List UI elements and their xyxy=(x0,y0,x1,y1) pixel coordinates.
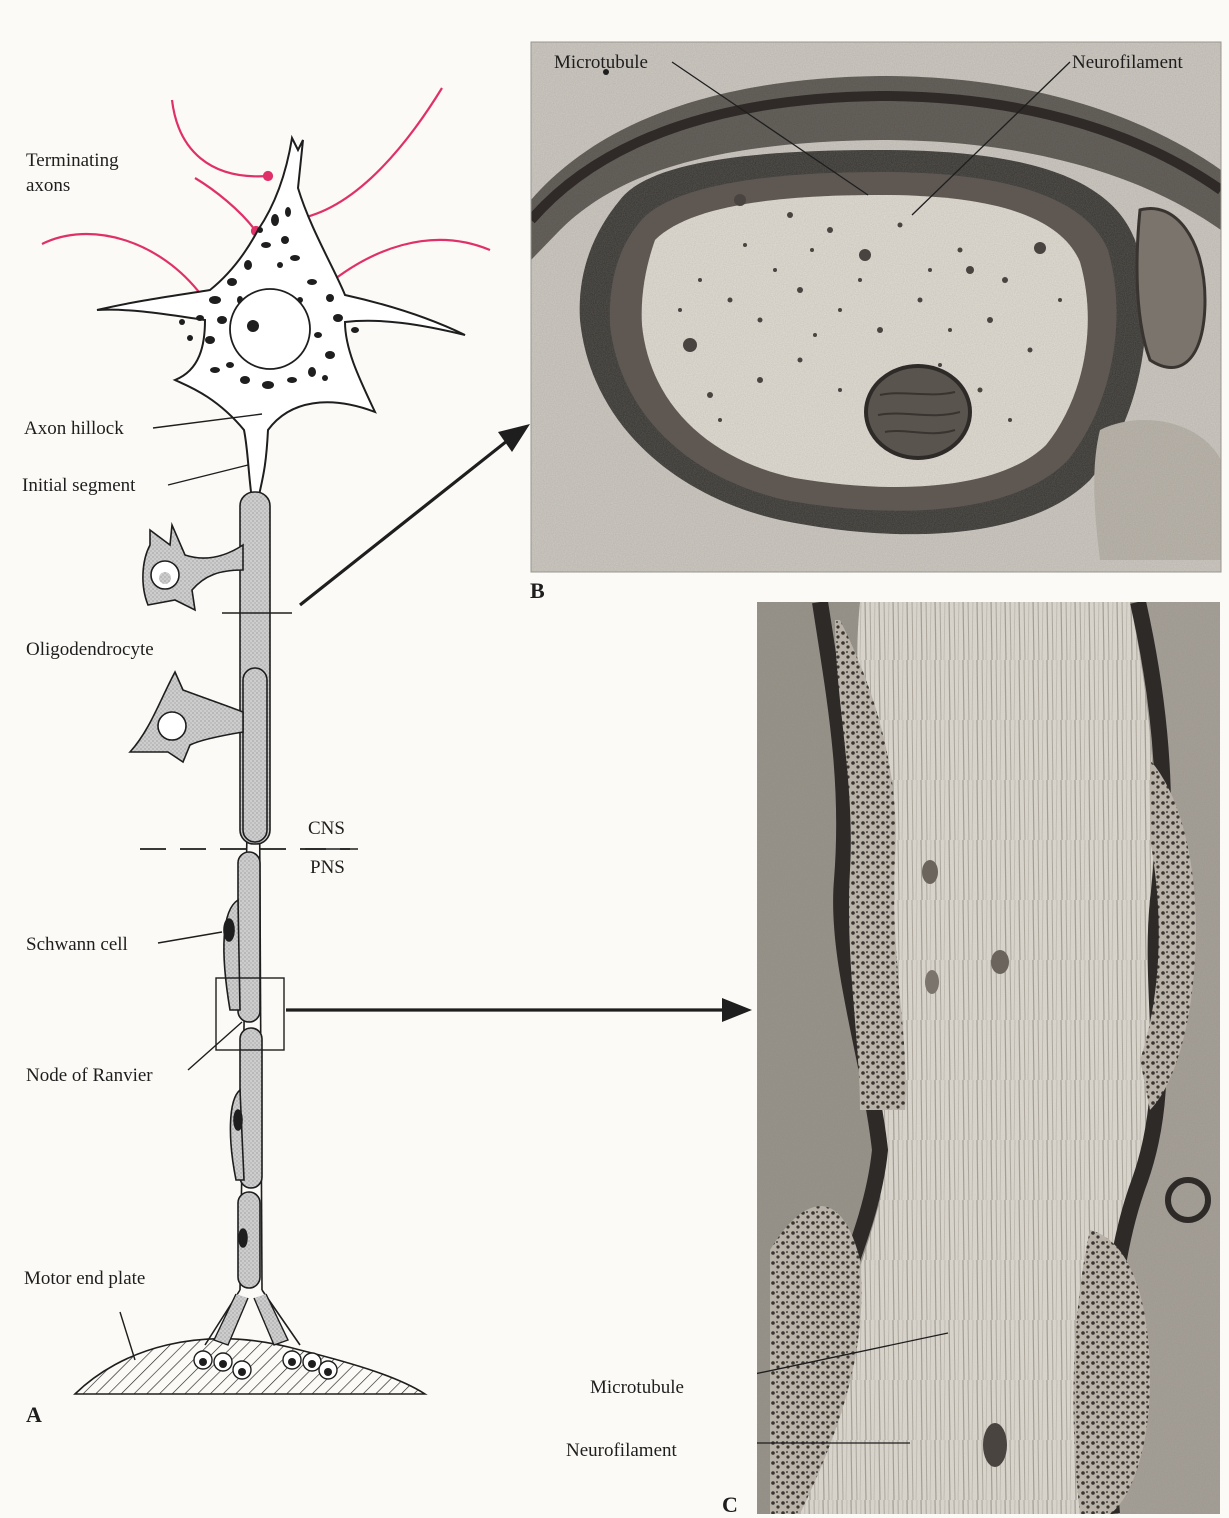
initial-segment-label: Initial segment xyxy=(22,475,136,496)
panel-b-letter: B xyxy=(530,578,545,603)
axon-hillock-label: Axon hillock xyxy=(24,418,124,439)
panel-b-neurofilament-label: Neurofilament xyxy=(1072,52,1184,73)
cell-body xyxy=(97,138,465,500)
cns-myelin xyxy=(240,492,270,844)
panel-b-micrograph xyxy=(531,42,1221,572)
cns-label: CNS xyxy=(308,818,345,839)
motor-end-plate-label: Motor end plate xyxy=(24,1268,145,1289)
panel-c-letter: C xyxy=(722,1492,738,1517)
panel-c-microtubule-label: Microtubule xyxy=(590,1377,684,1398)
oligodendrocyte-label: Oligodendrocyte xyxy=(26,639,154,660)
panel-c-micrograph xyxy=(712,602,1220,1514)
pns-label: PNS xyxy=(310,857,345,878)
schwann-cells xyxy=(224,852,262,1288)
panel-c-neurofilament-label: Neurofilament xyxy=(566,1440,678,1461)
terminating-axons-label-line1: Terminating xyxy=(26,150,119,171)
motor-end-plate xyxy=(75,1290,425,1394)
panel-a-letter: A xyxy=(26,1402,42,1427)
panel-b-microtubule-label: Microtubule xyxy=(554,52,648,73)
nucleus xyxy=(230,289,310,369)
nucleolus xyxy=(247,320,259,332)
schwann-cell-label: Schwann cell xyxy=(26,934,128,955)
node-of-ranvier-label: Node of Ranvier xyxy=(26,1065,153,1086)
terminating-axons-label-line2: axons xyxy=(26,175,70,196)
